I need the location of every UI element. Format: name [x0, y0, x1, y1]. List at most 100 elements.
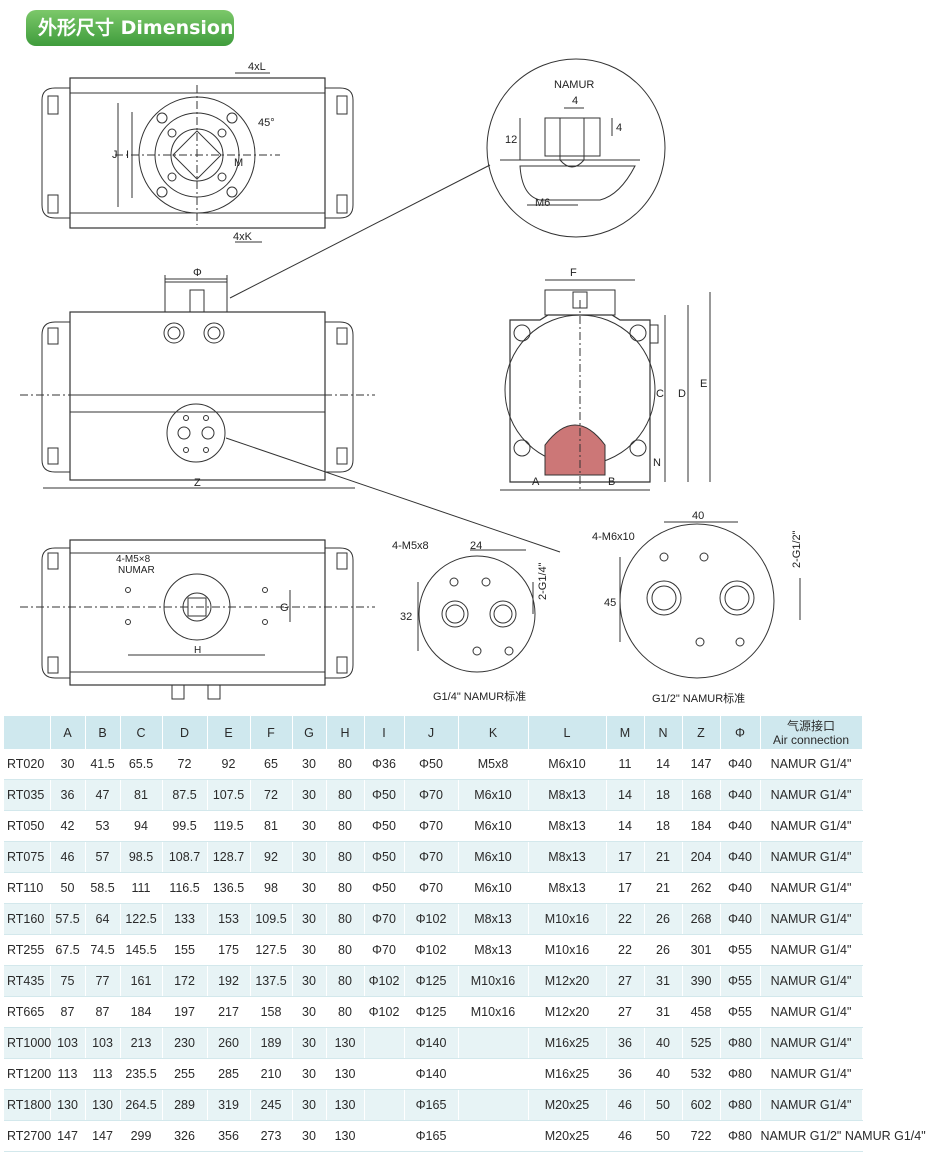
label-dim-4a: 4 [572, 95, 578, 107]
g14-flange [417, 549, 536, 673]
table-cell: Φ55 [720, 996, 761, 1028]
table-cell: 30 [292, 749, 327, 780]
table-cell: 80 [326, 934, 365, 966]
table-cell [458, 1120, 529, 1152]
header-cell: Z [682, 716, 721, 749]
table-cell: M10x16 [528, 934, 607, 966]
table-cell: 113 [85, 1058, 121, 1090]
table-cell: 65.5 [120, 749, 163, 780]
table-cell: 532 [682, 1058, 721, 1090]
label-numar: NUMAR [118, 565, 155, 576]
table-cell: 153 [207, 903, 251, 935]
table-cell: 273 [250, 1120, 293, 1152]
table-cell: 210 [250, 1058, 293, 1090]
header-cell: E [207, 716, 251, 749]
table-cell: 204 [682, 841, 721, 873]
table-cell: 136.5 [207, 872, 251, 904]
table-cell: 22 [606, 934, 645, 966]
table-cell: 525 [682, 1027, 721, 1059]
table-cell: 58.5 [85, 872, 121, 904]
label-i: I [126, 149, 129, 161]
table-cell: Φ125 [404, 965, 459, 997]
table-cell: 113 [50, 1058, 86, 1090]
model-cell: RT050 [4, 810, 51, 842]
table-cell: 53 [85, 810, 121, 842]
table-cell: M16x25 [528, 1027, 607, 1059]
table-cell: 299 [120, 1120, 163, 1152]
model-cell: RT255 [4, 934, 51, 966]
table-cell: 602 [682, 1089, 721, 1121]
table-cell: Φ70 [404, 841, 459, 873]
table-cell: 356 [207, 1120, 251, 1152]
table-cell: 67.5 [50, 934, 86, 966]
header-cell: A [50, 716, 86, 749]
page-title: 外形尺寸 Dimension [26, 10, 234, 46]
table-cell: NAMUR G1/4" [760, 749, 863, 780]
label-4m5x8: 4-M5×8 [116, 554, 151, 565]
table-cell: Φ102 [364, 965, 405, 997]
label-dim-45: 45 [604, 597, 616, 609]
table-cell: 103 [50, 1027, 86, 1059]
label-z: Z [194, 477, 201, 489]
table-cell: Φ70 [364, 934, 405, 966]
table-cell: 230 [162, 1027, 208, 1059]
table-cell: 197 [162, 996, 208, 1028]
header-cell: L [528, 716, 607, 749]
label-dim-40: 40 [692, 510, 704, 522]
table-cell: M8x13 [528, 872, 607, 904]
table-cell: Φ140 [404, 1027, 459, 1059]
table-cell: 722 [682, 1120, 721, 1152]
model-cell: RT1200 [4, 1058, 51, 1090]
table-cell: 147 [682, 749, 721, 780]
namur-detail [486, 58, 666, 238]
table-cell: 30 [292, 1058, 327, 1090]
table-cell [364, 1058, 405, 1090]
label-namur: NAMUR [554, 79, 594, 91]
table-cell: 80 [326, 841, 365, 873]
header-cell: C [120, 716, 163, 749]
table-cell: 99.5 [162, 810, 208, 842]
table-cell: NAMUR G1/4" [760, 903, 863, 935]
table-cell: 158 [250, 996, 293, 1028]
table-cell: 130 [326, 1089, 365, 1121]
table-cell: Φ50 [364, 779, 405, 811]
table-cell: 119.5 [207, 810, 251, 842]
table-cell: 75 [50, 965, 86, 997]
table-cell [458, 1058, 529, 1090]
table-cell: 30 [292, 779, 327, 811]
header-cell: N [644, 716, 683, 749]
table-cell: M10x16 [458, 965, 529, 997]
table-cell: 127.5 [250, 934, 293, 966]
table-cell: 213 [120, 1027, 163, 1059]
label-e: E [700, 378, 707, 390]
table-cell: 47 [85, 779, 121, 811]
table-cell: Φ40 [720, 749, 761, 780]
table-cell: M10x16 [528, 903, 607, 935]
table-cell: 80 [326, 996, 365, 1028]
table-cell: 264.5 [120, 1089, 163, 1121]
table-cell: M16x25 [528, 1058, 607, 1090]
table-cell: 116.5 [162, 872, 208, 904]
table-cell: 130 [50, 1089, 86, 1121]
table-cell: Φ102 [364, 996, 405, 1028]
table-cell: 130 [85, 1089, 121, 1121]
table-cell: Φ80 [720, 1058, 761, 1090]
table-cell: M8x13 [528, 779, 607, 811]
table-cell: 30 [50, 749, 86, 780]
table-cell: M6x10 [458, 779, 529, 811]
table-cell: 30 [292, 1027, 327, 1059]
table-cell: 74.5 [85, 934, 121, 966]
label-c: C [656, 388, 664, 400]
table-cell: NAMUR G1/4" [760, 779, 863, 811]
header-cell: M [606, 716, 645, 749]
model-cell: RT665 [4, 996, 51, 1028]
label-h: H [194, 645, 201, 656]
table-cell: M6x10 [458, 872, 529, 904]
table-cell: 289 [162, 1089, 208, 1121]
model-cell: RT020 [4, 749, 51, 780]
